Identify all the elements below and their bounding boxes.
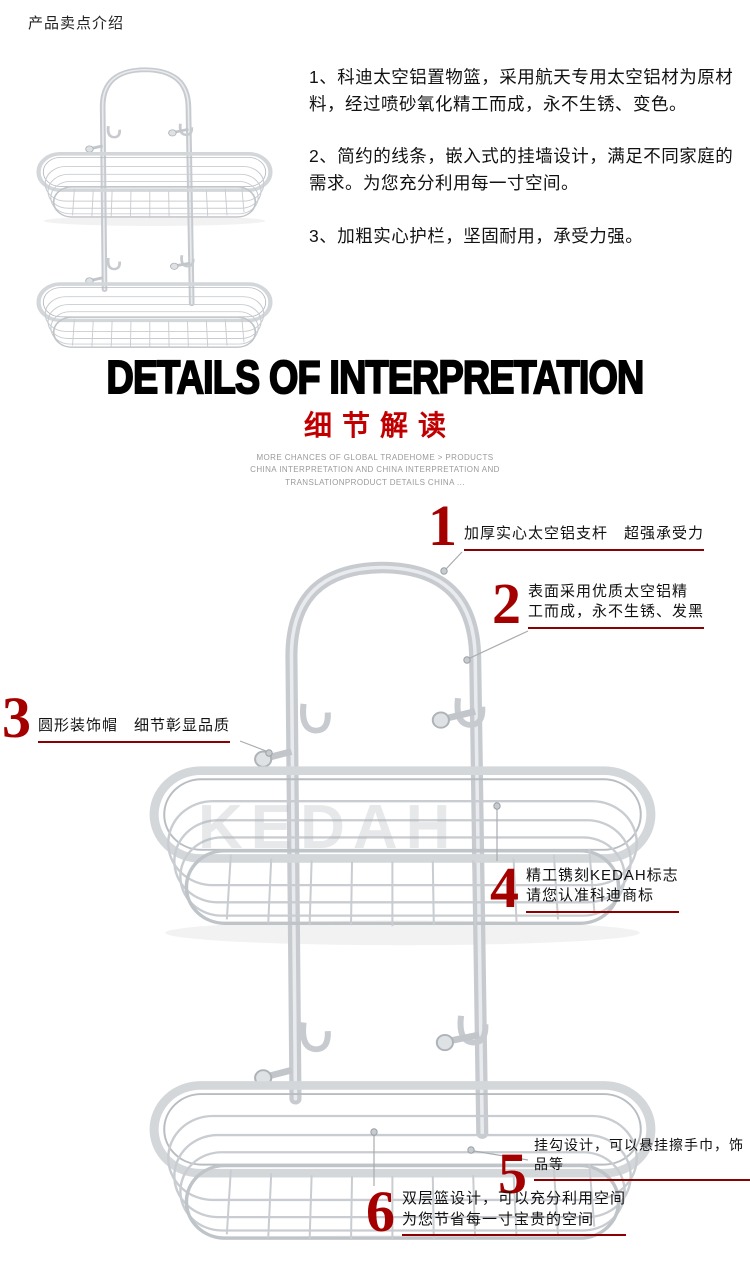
callout-text-line: 挂勾设计，可以悬挂擦手巾，饰品等 <box>534 1137 744 1173</box>
selling-point-1: 1、科迪太空铝置物篮，采用航天专用太空铝材为原材料，经过喷砂氧化精工而成，永不生… <box>309 67 734 115</box>
selling-points-list: 1、科迪太空铝置物篮，采用航天专用太空铝材为原材料，经过喷砂氧化精工而成，永不生… <box>309 64 741 250</box>
selling-point-2: 2、简约的线条，嵌入式的挂墙设计，满足不同家庭的需求。为您充分利用每一寸空间。 <box>309 146 734 194</box>
callout-text-line: 为您节省每一寸宝贵的空间 <box>402 1210 595 1228</box>
callout-text-line: 加厚实心太空铝支杆 超强承受力 <box>464 525 705 543</box>
callout-text-line: 请您认准科迪商标 <box>526 887 655 905</box>
section-subtext: MORE CHANCES OF GLOBAL TRADEHOME > PRODU… <box>0 452 750 489</box>
callout-text: 双层篮设计，可以充分利用空间 为您节省每一寸宝贵的空间 <box>402 1189 627 1237</box>
callout-text-line: 双层篮设计，可以充分利用空间 <box>402 1190 627 1207</box>
callout-text: 加厚实心太空铝支杆 超强承受力 <box>464 524 705 552</box>
section-title-english: DETAILS OF INTERPRETATION <box>106 350 645 404</box>
section-title-chinese: 细节解读 <box>303 410 456 441</box>
subtext-line: MORE CHANCES OF GLOBAL TRADEHOME > PRODU… <box>256 453 494 462</box>
callout-number: 1 <box>428 493 457 558</box>
callout-text: 表面采用优质太空铝精 工而成，永不生锈、发黑 <box>528 582 705 630</box>
callout-6: 6 双层篮设计，可以充分利用空间 为您节省每一寸宝贵的空间 <box>366 1179 627 1244</box>
callout-4: 4 精工镌刻KEDAH标志 请您认准科迪商标 <box>490 855 679 920</box>
subtext-line: CHINA INTERPRETATION AND CHINA INTERPRET… <box>250 465 500 475</box>
subtext-line: TRANSLATIONPRODUCT DETAILS CHINA ... <box>285 477 465 487</box>
callout-text: 挂勾设计，可以悬挂擦手巾，饰品等 <box>534 1136 750 1181</box>
page-header-label: 产品卖点介绍 <box>28 15 125 32</box>
callout-text-line: 精工镌刻KEDAH标志 <box>526 866 679 884</box>
callout-text-line: 表面采用优质太空铝精 <box>528 582 689 600</box>
product-thumbnail-image <box>32 48 277 348</box>
callout-number: 3 <box>2 685 31 750</box>
callout-text: 精工镌刻KEDAH标志 请您认准科迪商标 <box>526 866 679 914</box>
selling-point-3: 3、加粗实心护栏，坚固耐用，承受力强。 <box>309 225 644 246</box>
callout-text-line: 圆形装饰帽 细节彰显品质 <box>38 717 231 735</box>
callout-number: 4 <box>490 855 519 920</box>
brand-watermark: KEDAH <box>198 793 459 862</box>
callout-number: 6 <box>366 1179 395 1244</box>
callout-text-line: 工而成，永不生锈、发黑 <box>528 603 705 621</box>
callout-2: 2 表面采用优质太空铝精 工而成，永不生锈、发黑 <box>492 571 705 636</box>
callout-number: 2 <box>492 571 521 636</box>
callout-3: 3 圆形装饰帽 细节彰显品质 <box>2 685 231 750</box>
callout-text: 圆形装饰帽 细节彰显品质 <box>38 716 231 744</box>
callout-1: 1 加厚实心太空铝支杆 超强承受力 <box>428 493 705 558</box>
